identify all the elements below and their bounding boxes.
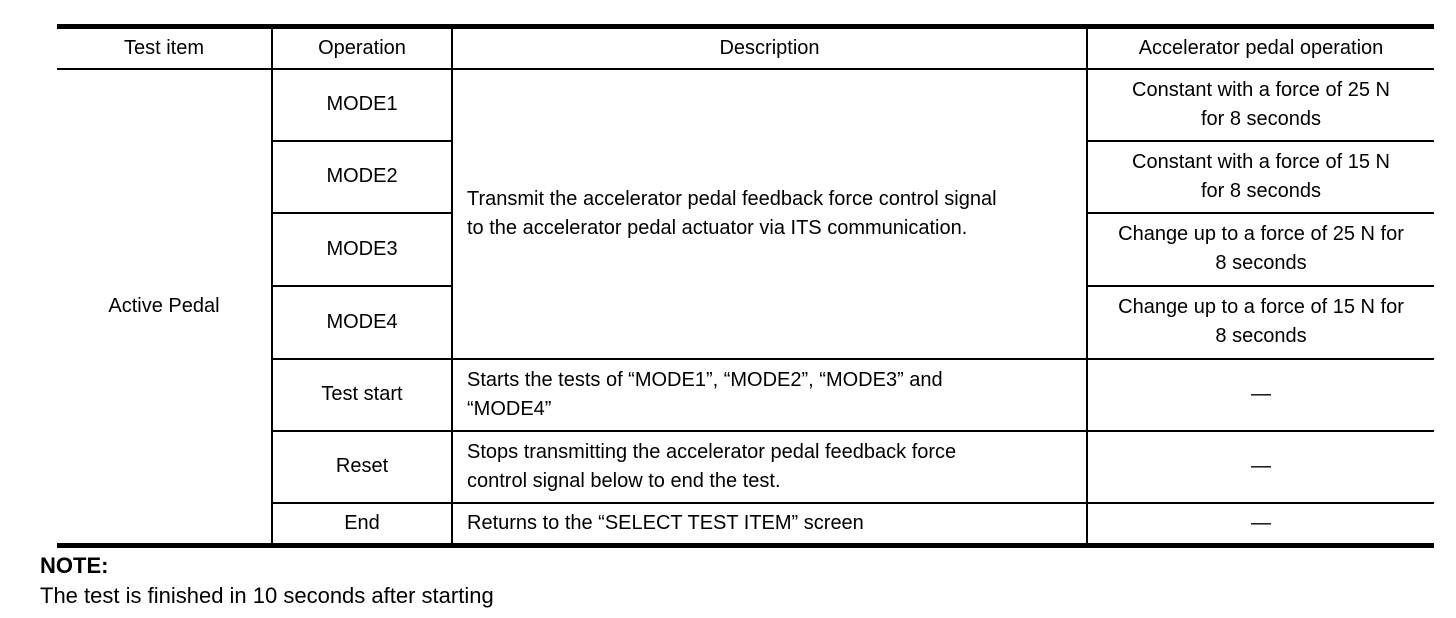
table-row-end: End Returns to the “SELECT TEST ITEM” sc… [57, 501, 1434, 548]
operation-cell: MODE4 [271, 284, 453, 360]
pedal-operation-cell: — [1086, 501, 1434, 548]
table-row-test-start: Test start Starts the tests of “MODE1”, … [57, 357, 1434, 432]
pedal-operation-cell: Constant with a force of 15 N for 8 seco… [1086, 139, 1434, 214]
pedal-operation-cell: — [1086, 429, 1434, 504]
description-cell: Stops transmitting the accelerator pedal… [451, 429, 1088, 504]
operation-cell: MODE1 [271, 67, 453, 142]
shared-description-cell: Transmit the accelerator pedal feedback … [451, 67, 1088, 360]
table-row-mode1: Active Pedal MODE1 Transmit the accelera… [57, 67, 1434, 548]
table-row-mode3: MODE3 Change up to a force of 25 N for 8… [57, 211, 1434, 287]
header-description: Description [451, 24, 1088, 70]
header-operation: Operation [271, 24, 453, 70]
header-pedal-operation: Accelerator pedal operation [1086, 24, 1434, 70]
active-pedal-test-table: Test item Operation Description Accelera… [57, 24, 1434, 548]
pedal-operation-cell: — [1086, 357, 1434, 432]
note-block: NOTE: The test is finished in 10 seconds… [40, 551, 494, 610]
table-row-mode2: MODE2 Constant with a force of 15 N for … [57, 139, 1434, 214]
pedal-operation-cell: Constant with a force of 25 N for 8 seco… [1086, 67, 1434, 142]
note-text: The test is finished in 10 seconds after… [40, 582, 494, 608]
table-row-reset: Reset Stops transmitting the accelerator… [57, 429, 1434, 504]
table-row-mode4: MODE4 Change up to a force of 15 N for 8… [57, 284, 1434, 360]
description-cell: Returns to the “SELECT TEST ITEM” screen [451, 501, 1088, 548]
pedal-operation-cell: Change up to a force of 25 N for 8 secon… [1086, 211, 1434, 287]
operation-cell: MODE3 [271, 211, 453, 287]
operation-cell: End [271, 501, 453, 548]
test-item-cell: Active Pedal [57, 67, 273, 548]
pedal-operation-cell: Change up to a force of 15 N for 8 secon… [1086, 284, 1434, 360]
header-test-item: Test item [57, 24, 273, 70]
operation-cell: MODE2 [271, 139, 453, 214]
note-label: NOTE: [40, 553, 109, 578]
table-header-row: Test item Operation Description Accelera… [57, 24, 1434, 70]
operation-cell: Reset [271, 429, 453, 504]
operation-cell: Test start [271, 357, 453, 432]
description-cell: Starts the tests of “MODE1”, “MODE2”, “M… [451, 357, 1088, 432]
